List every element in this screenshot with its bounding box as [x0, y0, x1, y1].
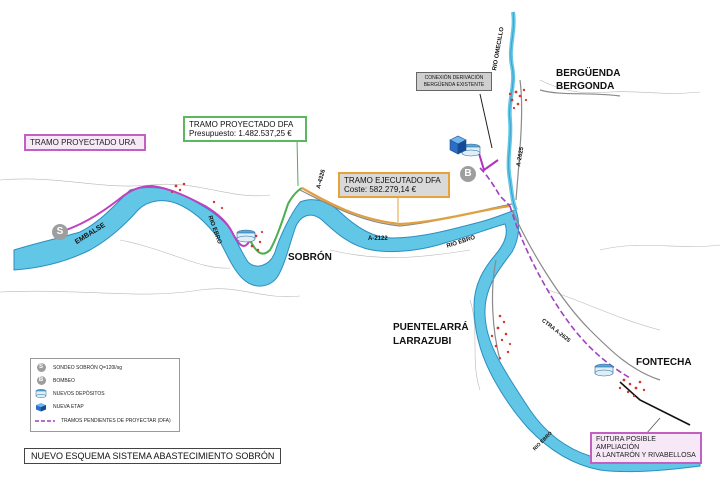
deposit-legend-icon — [35, 389, 47, 399]
connection-callout: CONEXIÓN DERIVACIÓN BERGÜENDA EXISTENTE — [416, 72, 492, 91]
place-bergonda: BERGONDA — [556, 81, 615, 92]
legend-label: SONDEO SOBRÓN Q=120l/sg — [53, 364, 123, 371]
connection-callout-line1: CONEXIÓN DERIVACIÓN — [424, 75, 484, 81]
deposit-icon — [594, 363, 614, 377]
future-extension — [619, 381, 691, 426]
town-dots — [170, 88, 646, 398]
etap-icon — [449, 135, 467, 155]
place-sobron: SOBRÓN — [288, 252, 332, 263]
legend-item-etap: NUEVA ETAP — [35, 401, 84, 412]
legend-item-deposit: NUEVOS DEPÓSITOS — [35, 388, 105, 399]
future-callout-line2: A LANTARÓN Y RIVABELLOSA — [596, 452, 696, 460]
pipe-ura — [59, 184, 251, 247]
pending-pipes — [479, 167, 631, 379]
bombeo-icon: B — [35, 376, 47, 386]
dashed-line-icon — [35, 416, 55, 426]
place-puentelarra: PUENTELARRÁ — [393, 322, 469, 333]
connection-callout-line2: BERGÜENDA EXISTENTE — [423, 81, 485, 88]
pipe-executed — [301, 187, 511, 226]
etap-legend-icon — [35, 402, 47, 412]
future-pointer — [645, 417, 661, 435]
place-berguenda: BERGÜENDA — [556, 68, 621, 79]
legend-label: BOMBEO — [53, 377, 75, 384]
future-callout: FUTURA POSIBLE AMPLIACIÓN A LANTARÓN Y R… — [590, 432, 702, 465]
ura-callout-text: TRAMO PROYECTADO URA — [30, 138, 136, 147]
marker-s: S — [52, 224, 68, 240]
legend-item-sondeo: S SONDEO SOBRÓN Q=120l/sg — [35, 362, 122, 373]
legend-label: NUEVA ETAP — [53, 403, 84, 410]
sondeo-icon: S — [35, 363, 47, 373]
place-fontecha: FONTECHA — [636, 357, 692, 368]
dfa-callout: TRAMO PROYECTADO DFA Presupuesto: 1.482.… — [183, 116, 307, 143]
label-road-a2122: A-2122 — [368, 236, 388, 242]
pipe-dfa — [249, 187, 303, 255]
pipe-branch — [477, 149, 499, 172]
map-title: NUEVO ESQUEMA SISTEMA ABASTECIMIENTO SOB… — [24, 448, 282, 464]
legend-item-bombeo: B BOMBEO — [35, 375, 75, 386]
deposit-icon — [236, 229, 256, 243]
dfa-pointer — [296, 137, 299, 187]
executed-callout-title: TRAMO EJECUTADO DFA — [344, 176, 441, 185]
legend-label: NUEVOS DEPÓSITOS — [53, 390, 105, 397]
legend: S SONDEO SOBRÓN Q=120l/sg B BOMBEO NUEVO… — [30, 358, 180, 432]
dfa-callout-budget: Presupuesto: 1.482.537,25 € — [189, 129, 292, 139]
deposit-icon — [461, 143, 481, 157]
ura-callout: TRAMO PROYECTADO URA — [24, 134, 146, 152]
marker-b: B — [460, 166, 476, 182]
legend-label: TRAMOS PENDIENTES DE PROYECTAR (DFA) — [61, 417, 171, 424]
executed-callout-cost: Coste: 582.279,14 € — [344, 185, 417, 195]
terrain-lines — [0, 79, 721, 391]
executed-callout: TRAMO EJECUTADO DFA Coste: 582.279,14 € — [338, 172, 450, 199]
place-larrazubi: LARRAZUBI — [393, 336, 452, 347]
connection-arrow — [479, 93, 493, 149]
dfa-callout-title: TRAMO PROYECTADO DFA — [189, 120, 294, 129]
future-callout-line1: FUTURA POSIBLE AMPLIACIÓN — [596, 436, 656, 452]
legend-item-pending: TRAMOS PENDIENTES DE PROYECTAR (DFA) — [35, 415, 171, 426]
